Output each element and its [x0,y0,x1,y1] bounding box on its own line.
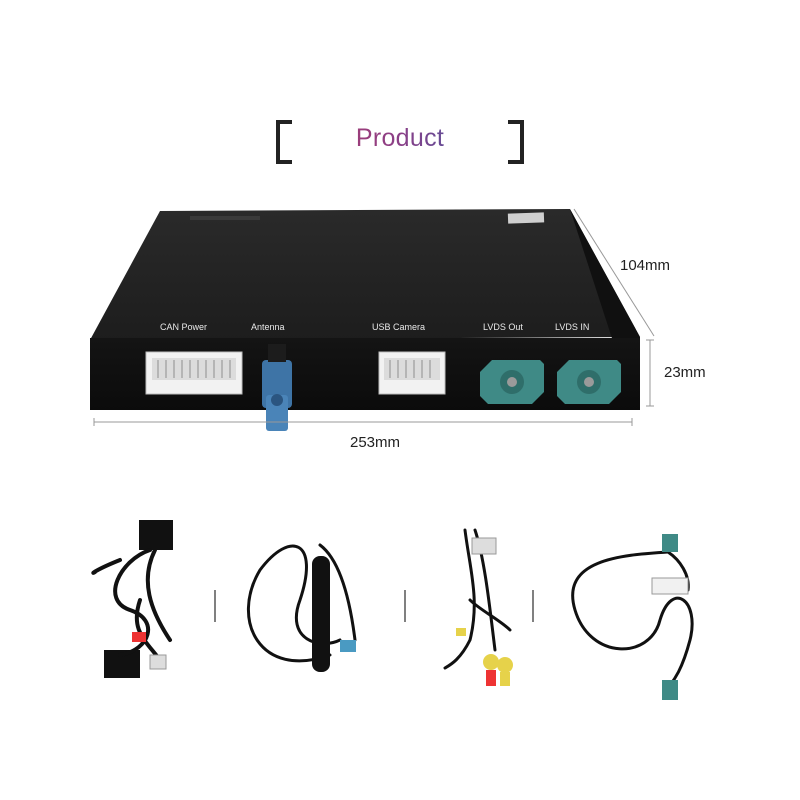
dimension-width: 253mm [350,434,401,451]
dimension-depth: 104mm [620,257,671,274]
title-bracket-right [508,120,524,164]
label-lvds-in: LVDS IN [555,322,590,332]
device-small-print [190,216,260,220]
dimension-lines [93,208,655,426]
accessory-usb-camera-harness [443,528,513,686]
label-antenna: Antenna [251,322,285,332]
lvds-out-connector [480,360,544,404]
page-title: Product [300,124,500,153]
label-usb-camera: USB Camera [372,322,426,332]
lvds-in-connector [557,360,621,404]
usb-camera-connector [378,351,446,395]
can-power-connector [145,351,243,395]
accessory-antenna-cable [246,543,357,672]
dimension-height: 23mm [664,364,706,381]
accessory-separators [214,590,534,622]
label-lvds-out: LVDS Out [483,322,523,332]
accessory-lvds-cable [571,534,694,700]
accessory-can-power-harness [91,520,173,678]
title-bracket-left [276,120,292,164]
device-top-face [90,209,640,340]
device-label-sticker [507,212,545,224]
label-can-power: CAN Power [160,322,208,332]
